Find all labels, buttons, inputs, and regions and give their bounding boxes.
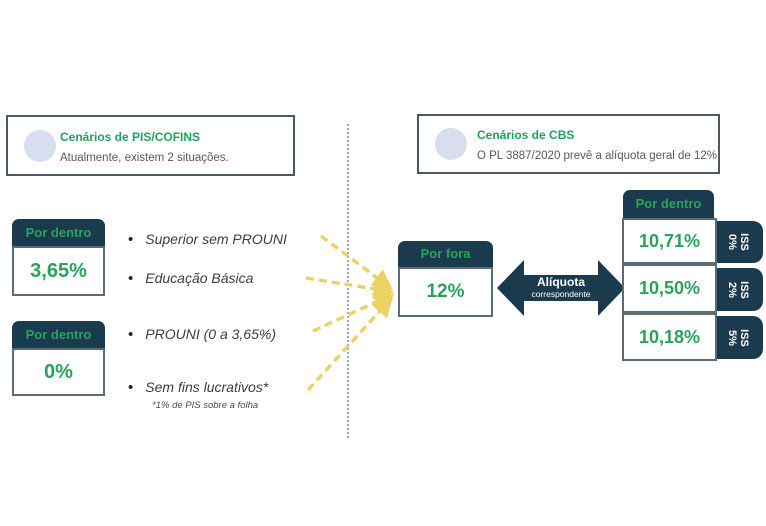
legend-circle-icon bbox=[24, 130, 56, 162]
por-dentro-box-0: Por dentro 0% bbox=[12, 321, 105, 396]
iss-tab-line1: ISS bbox=[737, 280, 750, 299]
iss-tab-line2: 0% bbox=[725, 234, 738, 250]
double-arrow-label: Alíquota correspondente bbox=[510, 275, 612, 299]
double-arrow-shape bbox=[497, 260, 625, 316]
arrow-label-line1: Alíquota bbox=[537, 275, 585, 289]
list-item: • PROUNI (0 a 3,65%) bbox=[128, 326, 276, 342]
bullet-icon: • bbox=[128, 378, 134, 396]
bullet-icon: • bbox=[128, 230, 134, 248]
rate-box-1071: 10,71% bbox=[622, 218, 717, 264]
list-item-label: PROUNI (0 a 3,65%) bbox=[145, 326, 276, 342]
right-panel-header: Por dentro bbox=[623, 190, 714, 218]
por-fora-box: Por fora 12% bbox=[398, 241, 493, 317]
list-item-label: Sem fins lucrativos* bbox=[145, 379, 269, 395]
legend-cbs: Cenários de CBS O PL 3887/2020 prevê a a… bbox=[417, 114, 720, 174]
rate-box-1050: 10,50% bbox=[622, 264, 717, 313]
arrow-label-line2: correspondente bbox=[531, 289, 591, 299]
box-header: Por dentro bbox=[12, 219, 105, 246]
box-value: 3,65% bbox=[12, 246, 105, 296]
iss-tab-label: ISS 0% bbox=[725, 233, 749, 251]
bullet-icon: • bbox=[128, 269, 134, 287]
legend-circle-icon bbox=[435, 128, 467, 160]
iss-tab-2: ISS 2% bbox=[712, 268, 763, 311]
footnote: *1% de PIS sobre a folha bbox=[152, 400, 259, 411]
iss-tab-line2: 5% bbox=[725, 329, 738, 346]
list-item-label: Educação Básica bbox=[145, 270, 254, 286]
box-header: Por dentro bbox=[12, 321, 105, 348]
iss-tab-line2: 2% bbox=[725, 281, 738, 298]
box-value: 12% bbox=[398, 267, 493, 317]
iss-tab-0: ISS 0% bbox=[712, 221, 763, 263]
legend-pis-cofins: Cenários de PIS/COFINS Atualmente, exist… bbox=[6, 115, 295, 176]
box-header: Por fora bbox=[398, 241, 493, 267]
list-item: • Sem fins lucrativos* bbox=[128, 379, 268, 395]
divider-dotted-line bbox=[347, 124, 349, 438]
legend-title: Cenários de PIS/COFINS bbox=[60, 130, 201, 144]
iss-tab-label: ISS 5% bbox=[725, 329, 749, 347]
legend-subtitle: O PL 3887/2020 prevê a alíquota geral de… bbox=[477, 150, 721, 162]
por-dentro-box-365: Por dentro 3,65% bbox=[12, 219, 105, 296]
legend-title: Cenários de CBS bbox=[477, 128, 575, 142]
list-item: • Educação Básica bbox=[128, 270, 253, 286]
iss-tab-line1: ISS bbox=[737, 233, 750, 251]
box-value: 0% bbox=[12, 348, 105, 396]
iss-tab-5: ISS 5% bbox=[712, 316, 763, 359]
rate-box-1018: 10,18% bbox=[622, 313, 717, 361]
iss-tab-line1: ISS bbox=[737, 328, 750, 347]
legend-subtitle: Atualmente, existem 2 situações. bbox=[60, 152, 229, 164]
iss-tab-label: ISS 2% bbox=[725, 281, 749, 299]
list-item: • Superior sem PROUNI bbox=[128, 231, 287, 247]
list-item-label: Superior sem PROUNI bbox=[145, 231, 287, 247]
bullet-icon: • bbox=[128, 325, 134, 343]
